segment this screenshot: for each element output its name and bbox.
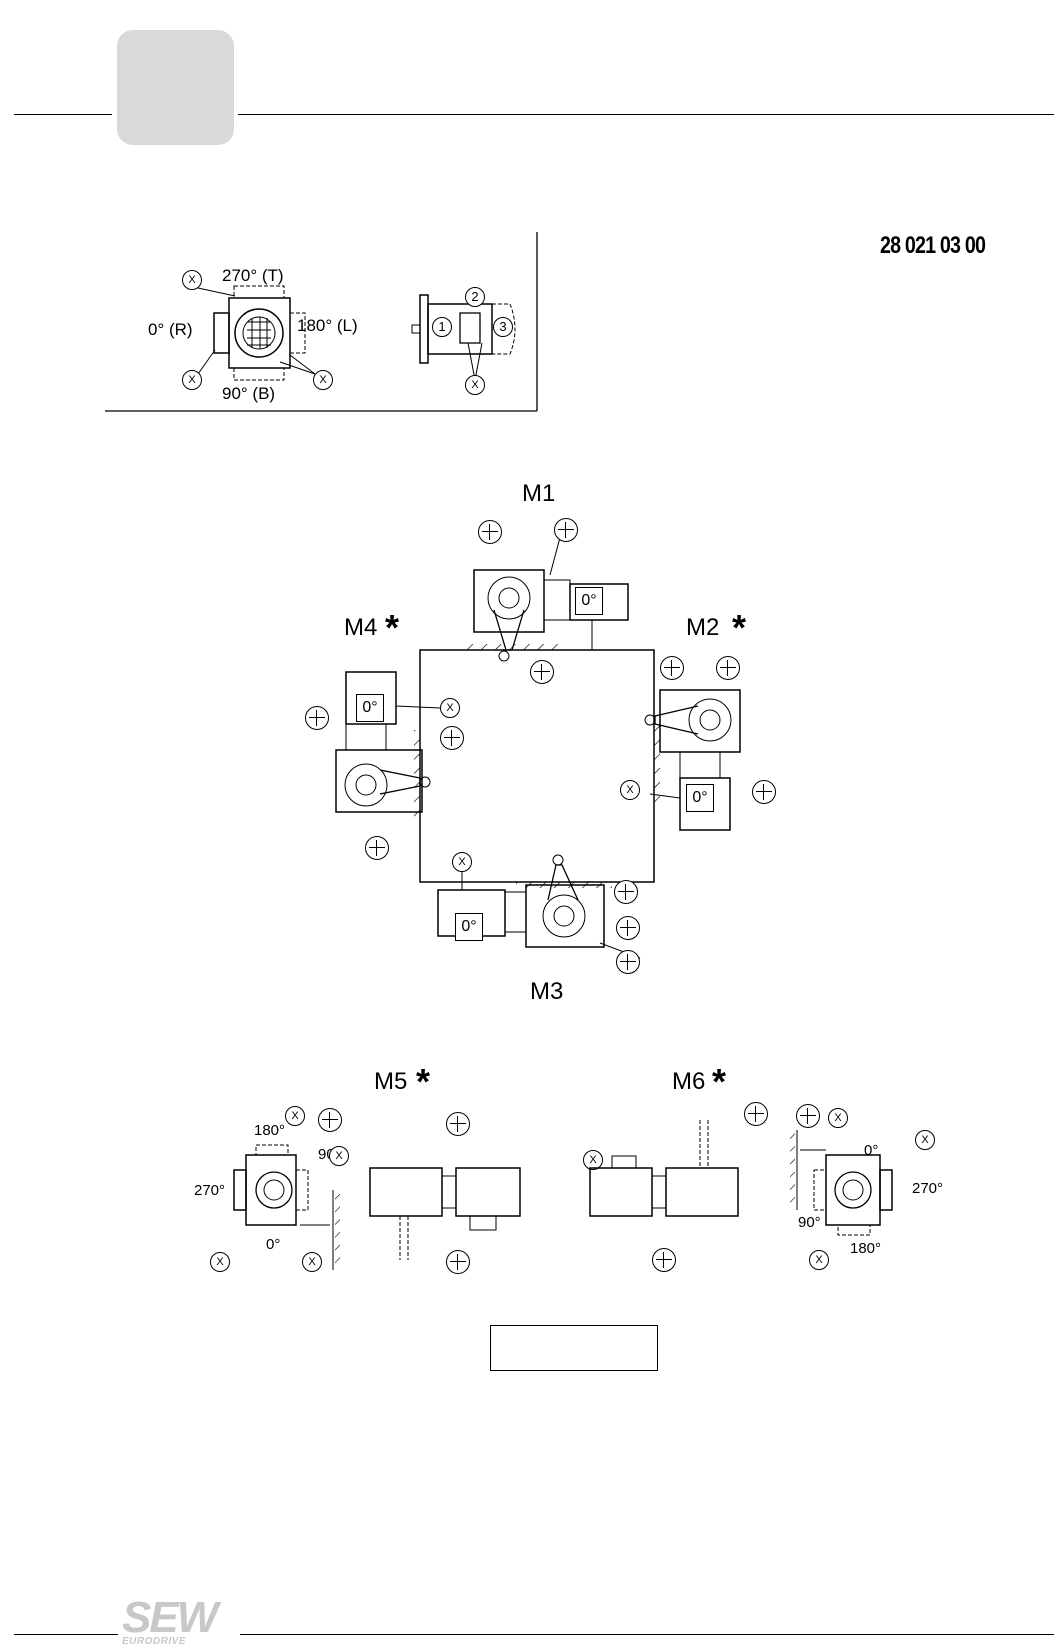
position-m3-label: M3 xyxy=(530,978,564,1005)
x-marker: X xyxy=(620,780,640,800)
breather-icon xyxy=(365,836,389,860)
oil-drain-icon xyxy=(478,520,502,544)
x-marker: X xyxy=(465,375,485,395)
chapter-tab xyxy=(117,30,234,145)
terminal-box-m2: 0° xyxy=(686,784,714,812)
position-m6-label: M6 xyxy=(672,1068,706,1095)
m6-angle-90: 90° xyxy=(798,1214,821,1231)
x-marker: X xyxy=(440,698,460,718)
x-marker: X xyxy=(915,1130,935,1150)
x-marker: X xyxy=(828,1108,848,1128)
mounting-positions-m5-m6: M5 * M6 * 180° 90° 270° 0° 0° 270° 90° 1… xyxy=(0,1050,1064,1290)
breather-icon xyxy=(446,1250,470,1274)
m5-m6-drawing xyxy=(233,1120,893,1270)
oil-level-icon xyxy=(446,1112,470,1136)
x-marker: X xyxy=(809,1250,829,1270)
breather-icon xyxy=(652,1248,676,1272)
key-diagram-drawing xyxy=(105,232,538,412)
mounting-positions-drawing xyxy=(335,529,741,959)
x-marker: X xyxy=(583,1150,603,1170)
x-marker: X xyxy=(329,1146,349,1166)
logo-brand: SEW xyxy=(122,1593,218,1642)
oil-drain-icon xyxy=(318,1108,342,1132)
position-m1-label: M1 xyxy=(522,480,556,507)
m5-angle-180: 180° xyxy=(254,1122,286,1139)
mounting-positions-m1-m4: M1 M2 * M3 M4 * 0° 0° 0° 0° X X X X xyxy=(0,480,1064,1170)
position-label-90: 90° (B) xyxy=(222,384,276,403)
m2-asterisk: * xyxy=(732,607,747,648)
position-m2-label: M2 xyxy=(686,614,720,641)
oil-drain-icon xyxy=(716,656,740,680)
x-marker: X xyxy=(210,1252,230,1272)
terminal-box-m4: 0° xyxy=(356,694,384,722)
header-rule-left xyxy=(14,114,112,115)
breather-icon xyxy=(752,780,776,804)
breather-icon xyxy=(616,950,640,974)
x-marker: X xyxy=(313,370,333,390)
document-number: 28 021 03 00 xyxy=(880,232,986,259)
oil-level-icon xyxy=(554,518,578,542)
m5-angle-0: 0° xyxy=(266,1236,281,1253)
x-marker: X xyxy=(182,370,202,390)
oil-drain-icon xyxy=(305,706,329,730)
cable-entry-3: 3 xyxy=(493,317,513,337)
m6-angle-180: 180° xyxy=(850,1240,882,1257)
footer-rule-right xyxy=(240,1634,1054,1635)
oil-level-icon xyxy=(440,726,464,750)
cable-entry-2: 2 xyxy=(465,287,485,307)
terminal-box-m1: 0° xyxy=(575,587,603,615)
terminal-box-m3: 0° xyxy=(455,913,483,941)
m5-angle-270: 270° xyxy=(194,1182,226,1199)
header-rule-right xyxy=(238,114,1054,115)
x-marker: X xyxy=(452,852,472,872)
position-label-270: 270° (T) xyxy=(222,266,284,285)
m6-asterisk: * xyxy=(712,1061,727,1102)
empty-label-box xyxy=(490,1325,658,1371)
oil-level-icon xyxy=(744,1102,768,1126)
position-label-180: 180° (L) xyxy=(297,316,358,335)
terminal-box-key-diagram: 270° (T) 0° (R) 180° (L) 90° (B) X X X 1… xyxy=(0,0,1064,420)
footer-rule-left xyxy=(14,1634,118,1635)
m4-asterisk: * xyxy=(385,607,400,648)
position-m4-label: M4 xyxy=(344,614,378,641)
sew-eurodrive-logo: SEW EURODRIVE xyxy=(122,1596,238,1648)
m6-angle-0: 0° xyxy=(864,1142,879,1159)
oil-drain-icon xyxy=(614,880,638,904)
oil-drain-icon xyxy=(796,1104,820,1128)
logo-sub: EURODRIVE xyxy=(122,1636,186,1647)
position-label-0: 0° (R) xyxy=(148,320,193,339)
m6-angle-270: 270° xyxy=(912,1180,944,1197)
oil-level-icon xyxy=(616,916,640,940)
oil-level-icon xyxy=(660,656,684,680)
cable-entry-1: 1 xyxy=(432,317,452,337)
x-marker: X xyxy=(182,270,202,290)
x-marker: X xyxy=(285,1106,305,1126)
m5-asterisk: * xyxy=(416,1061,431,1102)
position-m5-label: M5 xyxy=(374,1068,408,1095)
breather-icon xyxy=(530,660,554,684)
x-marker: X xyxy=(302,1252,322,1272)
